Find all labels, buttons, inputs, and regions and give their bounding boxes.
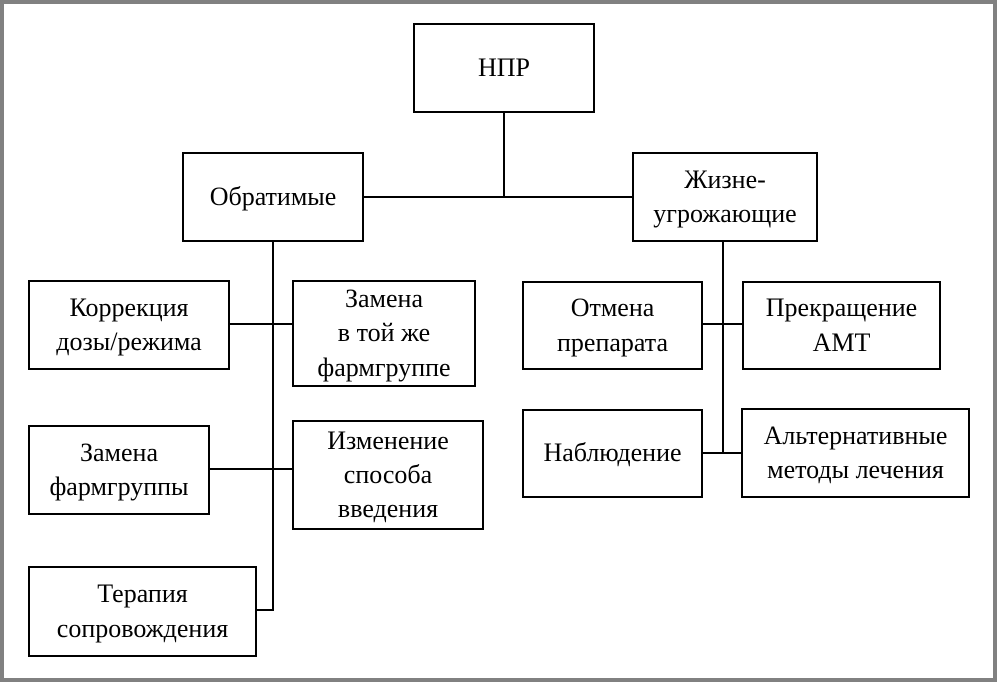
connector-layer (210, 113, 742, 611)
node-same-group-replacement: Замена в той же фармгруппе (292, 280, 476, 387)
node-life-threatening: Жизне- угрожающие (632, 152, 818, 242)
node-group-replacement: Замена фармгруппы (28, 425, 210, 515)
node-alternative-methods: Альтернативные методы лечения (741, 408, 970, 498)
node-accompanying-therapy: Терапия сопровождения (28, 566, 257, 657)
node-npr: НПР (413, 23, 595, 113)
node-observation: Наблюдение (522, 409, 703, 498)
node-reversible: Обратимые (182, 152, 364, 242)
node-amt-discontinuation: Прекращение АМТ (742, 281, 941, 370)
node-route-change: Изменение способа введения (292, 420, 484, 530)
node-dose-correction: Коррекция дозы/режима (28, 280, 230, 370)
node-drug-withdrawal: Отмена препарата (522, 281, 703, 370)
